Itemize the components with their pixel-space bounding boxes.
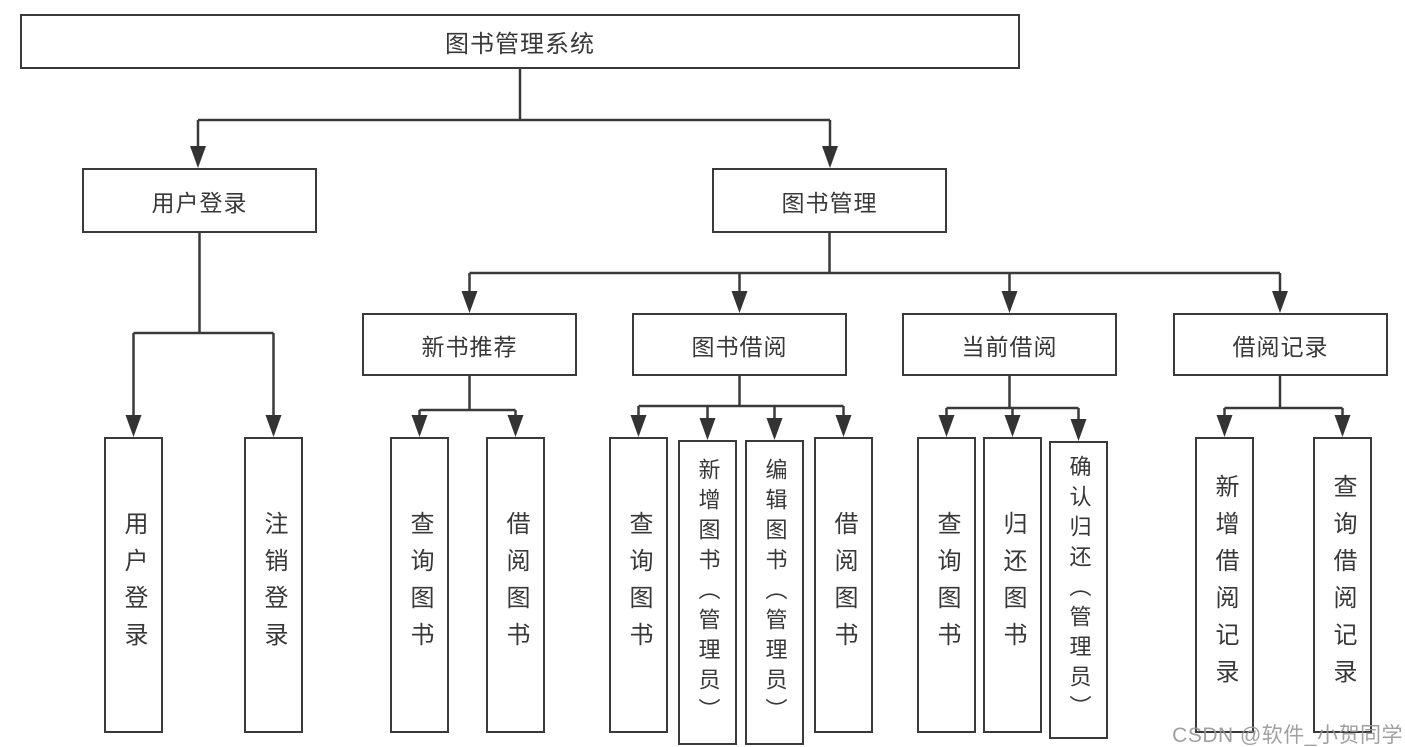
- leaf-label: 注销登录: [260, 511, 287, 659]
- leaf-query-books: 查询图书: [390, 437, 449, 733]
- node-book-borrow: 图书借阅: [632, 313, 847, 376]
- leaf-label: 查询借阅记录: [1329, 474, 1356, 696]
- leaf-label: 借阅图书: [830, 511, 857, 659]
- leaf-confirm-return-admin: 确认归还（管理员）: [1049, 441, 1108, 739]
- leaf-label: 查询图书: [625, 511, 652, 659]
- node-label: 借阅记录: [1232, 333, 1329, 360]
- leaf-return-books: 归还图书: [983, 437, 1042, 733]
- leaf-user-login: 用户登录: [104, 437, 163, 733]
- node-library-management-system: 图书管理系统: [20, 14, 1020, 69]
- leaf-query-books: 查询图书: [609, 437, 668, 733]
- node-label: 新书推荐: [421, 333, 518, 360]
- leaf-label: 新增借阅记录: [1211, 474, 1238, 696]
- leaf-borrow-books: 借阅图书: [814, 437, 873, 733]
- node-label: 图书管理系统: [445, 31, 595, 58]
- csdn-watermark: CSDN @软件_小贺同学: [1172, 724, 1403, 747]
- node-current-borrow: 当前借阅: [902, 313, 1117, 376]
- leaf-label: 借阅图书: [502, 511, 529, 659]
- leaf-query-borrow-record: 查询借阅记录: [1313, 437, 1372, 733]
- leaf-label: 归还图书: [999, 511, 1026, 659]
- leaf-add-books-admin: 新增图书（管理员）: [678, 440, 737, 745]
- node-book-management: 图书管理: [712, 168, 947, 233]
- node-label: 图书管理: [781, 189, 878, 216]
- node-new-book-recommend: 新书推荐: [362, 313, 577, 376]
- node-label: 图书借阅: [691, 333, 788, 360]
- leaf-label: 编辑图书（管理员）: [762, 457, 788, 728]
- leaf-label: 新增图书（管理员）: [695, 457, 721, 728]
- leaf-edit-books-admin: 编辑图书（管理员）: [745, 440, 804, 745]
- node-borrow-records: 借阅记录: [1173, 313, 1388, 376]
- leaf-label: 用户登录: [120, 511, 147, 659]
- leaf-label: 查询图书: [933, 511, 960, 659]
- leaf-label: 查询图书: [406, 511, 433, 659]
- leaf-borrow-books: 借阅图书: [486, 437, 545, 733]
- arrowhead-icons: [125, 146, 1351, 441]
- node-label: 用户登录: [151, 189, 248, 216]
- leaf-logout: 注销登录: [244, 437, 303, 733]
- node-user-login: 用户登录: [82, 168, 317, 233]
- leaf-query-books: 查询图书: [917, 437, 976, 733]
- leaf-label: 确认归还（管理员）: [1066, 455, 1092, 725]
- node-label: 当前借阅: [961, 333, 1058, 360]
- leaf-add-borrow-record: 新增借阅记录: [1195, 437, 1254, 733]
